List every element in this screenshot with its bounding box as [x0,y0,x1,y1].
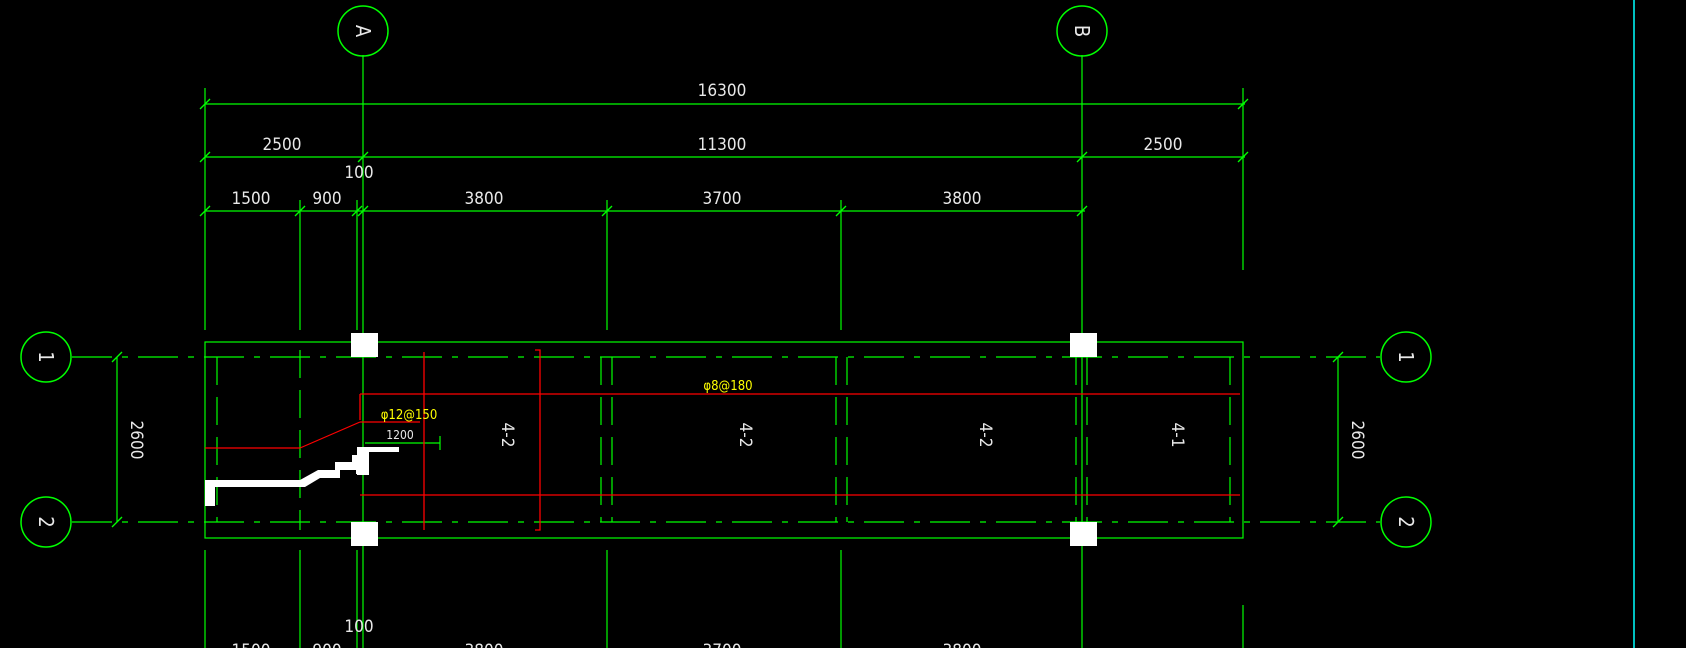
slab-mark-2: ­4-2 [735,423,755,448]
columns [351,333,1097,546]
axis-label-2-right: 2 [1394,516,1418,527]
dim-bay-left: 2600 [126,421,146,460]
dim-stair-1200: 1200 [386,428,414,442]
axis-bubble-1-left [20,331,72,383]
axis-bubble-2-right [1380,496,1432,548]
axis-label-2-left: 2 [34,516,58,527]
dim-bay-right: 2600 [1347,421,1367,460]
dim-left-cantilever: 2500 [263,135,302,155]
slab-mark-1: ­4-2 [497,423,517,448]
dim-seg-3800-a: 3800 [465,189,504,209]
dim-span-ab: 11300 [698,135,747,155]
axis-labels: A B 1 2 1 2 [34,25,1418,528]
stair-section [205,421,420,506]
dim-seg-3800-b: 3800 [943,189,982,209]
axis-label-1-left: 1 [34,351,58,362]
dim-seg-3700: 3700 [703,189,742,209]
rebar-stair-label: φ12@150 [381,408,438,423]
axis-label-1-right: 1 [1394,351,1418,362]
dim-bottom-3800-a: 3800 [465,641,504,648]
axis-label-b: B [1070,25,1094,37]
dim-right-cantilever: 2500 [1144,135,1183,155]
grid-lines [72,55,1380,648]
rebar-lines [359,349,1240,531]
dim-bottom-900: 900 [312,641,341,648]
dim-bottom-100: 100 [344,617,373,637]
slab-mark-3: ­4-2 [975,423,995,448]
dim-bottom-3700: 3700 [703,641,742,648]
slab-mark-4: ­4-1 [1167,423,1187,448]
dim-seg-1500: 1500 [232,189,271,209]
dim-seg-900: 900 [312,189,341,209]
dim-overall: 16300 [698,81,747,101]
axis-bubble-2-left [20,496,72,548]
dim-bottom-3800-b: 3800 [943,641,982,648]
axis-bubbles [20,5,1432,548]
axis-label-a: A [351,25,375,38]
rebar-main-label: φ8@180 [703,379,752,394]
dim-bottom-1500: 1500 [232,641,271,648]
axis-bubble-b [1056,5,1108,57]
dimension-texts: 16300 2500 11300 2500 100 1500 900 3800 … [126,81,1367,648]
axis-bubble-1-right [1380,331,1432,383]
dimension-ticks [111,98,1344,528]
dim-column-offset: 100 [344,163,373,183]
axis-bubble-a [337,5,389,57]
rebar-labels: φ8@180 φ12@150 [381,379,753,423]
slab-marks: ­4-2 ­4-2 ­4-2 ­4-1 [497,423,1187,448]
